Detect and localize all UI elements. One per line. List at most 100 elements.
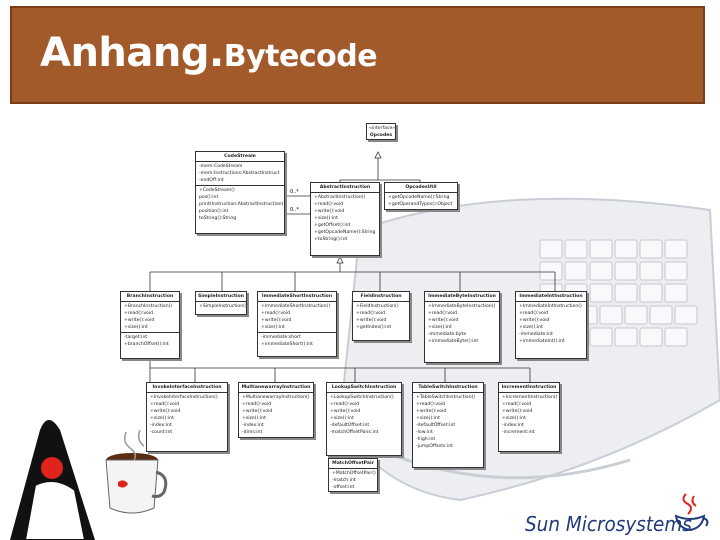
class-simpleinstruction: SimpleInstruction +SimpleInstruction() [195, 291, 247, 315]
attribute: -mem:Instructions:AbstractInstruct [199, 170, 281, 177]
method: +size():int [502, 415, 556, 422]
method: +write():void [330, 408, 398, 415]
method: +write():void [519, 317, 583, 324]
stereotype: «interface» [369, 125, 393, 132]
method: +TableSwitchInstruction() [416, 394, 480, 401]
method: +size():int [330, 415, 398, 422]
attribute: -match:int [332, 477, 374, 484]
class-name: TableSwitchInstruction [413, 383, 483, 393]
class-name: SimpleInstruction [196, 292, 246, 302]
method: +getOpcodeName():String [314, 229, 376, 236]
class-name: AbstractInstruction [311, 183, 379, 193]
class-immediatebyteinstruction: ImmediateByteInstruction +ImmediateByteI… [424, 291, 500, 363]
method: +IncrementInstruction() [502, 394, 556, 401]
method: +read():void [502, 401, 556, 408]
method: +write():void [124, 317, 176, 324]
method: +getIndex():int [356, 324, 406, 331]
method: +MatchOffsetPair() [332, 470, 374, 477]
class-name: ImmediateByteInstruction [425, 292, 499, 302]
class-fieldinstruction: FieldInstruction +FieldInstruction() +re… [352, 291, 410, 341]
title-main: Anhang. [40, 30, 224, 76]
title-sub: Bytecode [224, 39, 377, 74]
attribute: -dims:int [242, 429, 310, 436]
method: toString():String [199, 215, 281, 222]
class-name: CodeStream [196, 152, 284, 162]
method: +write():void [428, 317, 496, 324]
class-name: ImmediateShortInstruction [258, 292, 336, 302]
class-opcodes: «interface»Opcodes [366, 123, 396, 140]
attribute: -low:int [416, 429, 480, 436]
method: +branchOffset():int [124, 341, 176, 348]
method: pos():int [199, 194, 281, 201]
class-incrementinstruction: IncrementInstruction +IncrementInstructi… [498, 382, 560, 452]
method: +immediateByte():int [428, 338, 496, 345]
method: +write():void [242, 408, 310, 415]
method: +ImmediateByteInstruction() [428, 303, 496, 310]
multiplicity-label: 0..* [290, 189, 299, 195]
duke-mascot-image [0, 390, 170, 540]
method: +size():int [314, 215, 376, 222]
method: +LookupSwitchInstruction() [330, 394, 398, 401]
method: +size():int [416, 415, 480, 422]
class-tableswitchinstruction: TableSwitchInstruction +TableSwitchInstr… [412, 382, 484, 468]
method: +ImmediateShortInstruction() [261, 303, 333, 310]
class-immediateintinstruction: ImmediateIntInstruction +ImmediateIntIns… [515, 291, 587, 359]
attribute: -jumpOffsets:int [416, 443, 480, 450]
class-name: FieldInstruction [353, 292, 409, 302]
method: +getOffset():int [314, 222, 376, 229]
method: +write():void [314, 208, 376, 215]
class-abstractinstruction: AbstractInstruction +AbstractInstruction… [310, 182, 380, 256]
method: +read():void [124, 310, 176, 317]
method: +read():void [428, 310, 496, 317]
method: +AbstractInstruction() [314, 194, 376, 201]
class-branchinstruction: BranchInstruction +BranchInstruction() +… [120, 291, 180, 359]
method: +getOpcodeName():String [388, 194, 454, 201]
class-name: MatchOffsetPair [329, 459, 377, 469]
attribute: -endOff:int [199, 177, 281, 184]
attribute: -defaultOffset:int [416, 422, 480, 429]
method: +toString():int [314, 236, 376, 243]
class-name: BranchInstruction [121, 292, 179, 302]
class-name: ImmediateIntInstruction [516, 292, 586, 302]
method: +CodeStream() [199, 187, 281, 194]
method: +BranchInstruction() [124, 303, 176, 310]
method: print(Instruction:AbstractInstruction) [199, 201, 281, 208]
attribute: -high:int [416, 436, 480, 443]
attribute: -immediate:byte [428, 331, 496, 338]
method: +size():int [261, 324, 333, 331]
class-multianewarrayinstruction: MultianewarrayInstruction +Multianewarra… [238, 382, 314, 438]
class-name: LookupSwitchInstruction [327, 383, 401, 393]
method: +read():void [242, 401, 310, 408]
class-lookupswitchinstruction: LookupSwitchInstruction +LookupSwitchIns… [326, 382, 402, 456]
method: +size():int [519, 324, 583, 331]
attribute: -matchOffsetPairs:int [330, 429, 398, 436]
method: +read():void [356, 310, 406, 317]
sun-microsystems-logo: Sun Microsystems [525, 512, 692, 536]
method: +ImmediateIntInstruction() [519, 303, 583, 310]
method: +size():int [124, 324, 176, 331]
method: +SimpleInstruction() [199, 303, 243, 310]
class-name: IncrementInstruction [499, 383, 559, 393]
method: +write():void [502, 408, 556, 415]
method: +read():void [330, 401, 398, 408]
attribute: -index:int [242, 422, 310, 429]
attribute: -target:int [124, 334, 176, 341]
java-cup-logo-icon [668, 490, 712, 534]
method: +write():void [356, 317, 406, 324]
class-name: Opcodes [369, 132, 393, 139]
method: position():int [199, 208, 281, 215]
method: +FieldInstruction() [356, 303, 406, 310]
method: +immediateShort():int [261, 341, 333, 348]
method: +immediateInt():int [519, 338, 583, 345]
method: +read():void [261, 310, 333, 317]
slide-title: Anhang.Bytecode [40, 30, 377, 76]
method: +read():void [416, 401, 480, 408]
class-name: OpcodesUtil [385, 183, 457, 193]
method: +write():void [416, 408, 480, 415]
class-name: MultianewarrayInstruction [239, 383, 313, 393]
title-bar: Anhang.Bytecode [10, 6, 705, 104]
method: +read():void [314, 201, 376, 208]
method: +getOperandTypes():Object [388, 201, 454, 208]
method: +write():void [261, 317, 333, 324]
method: +size():int [242, 415, 310, 422]
